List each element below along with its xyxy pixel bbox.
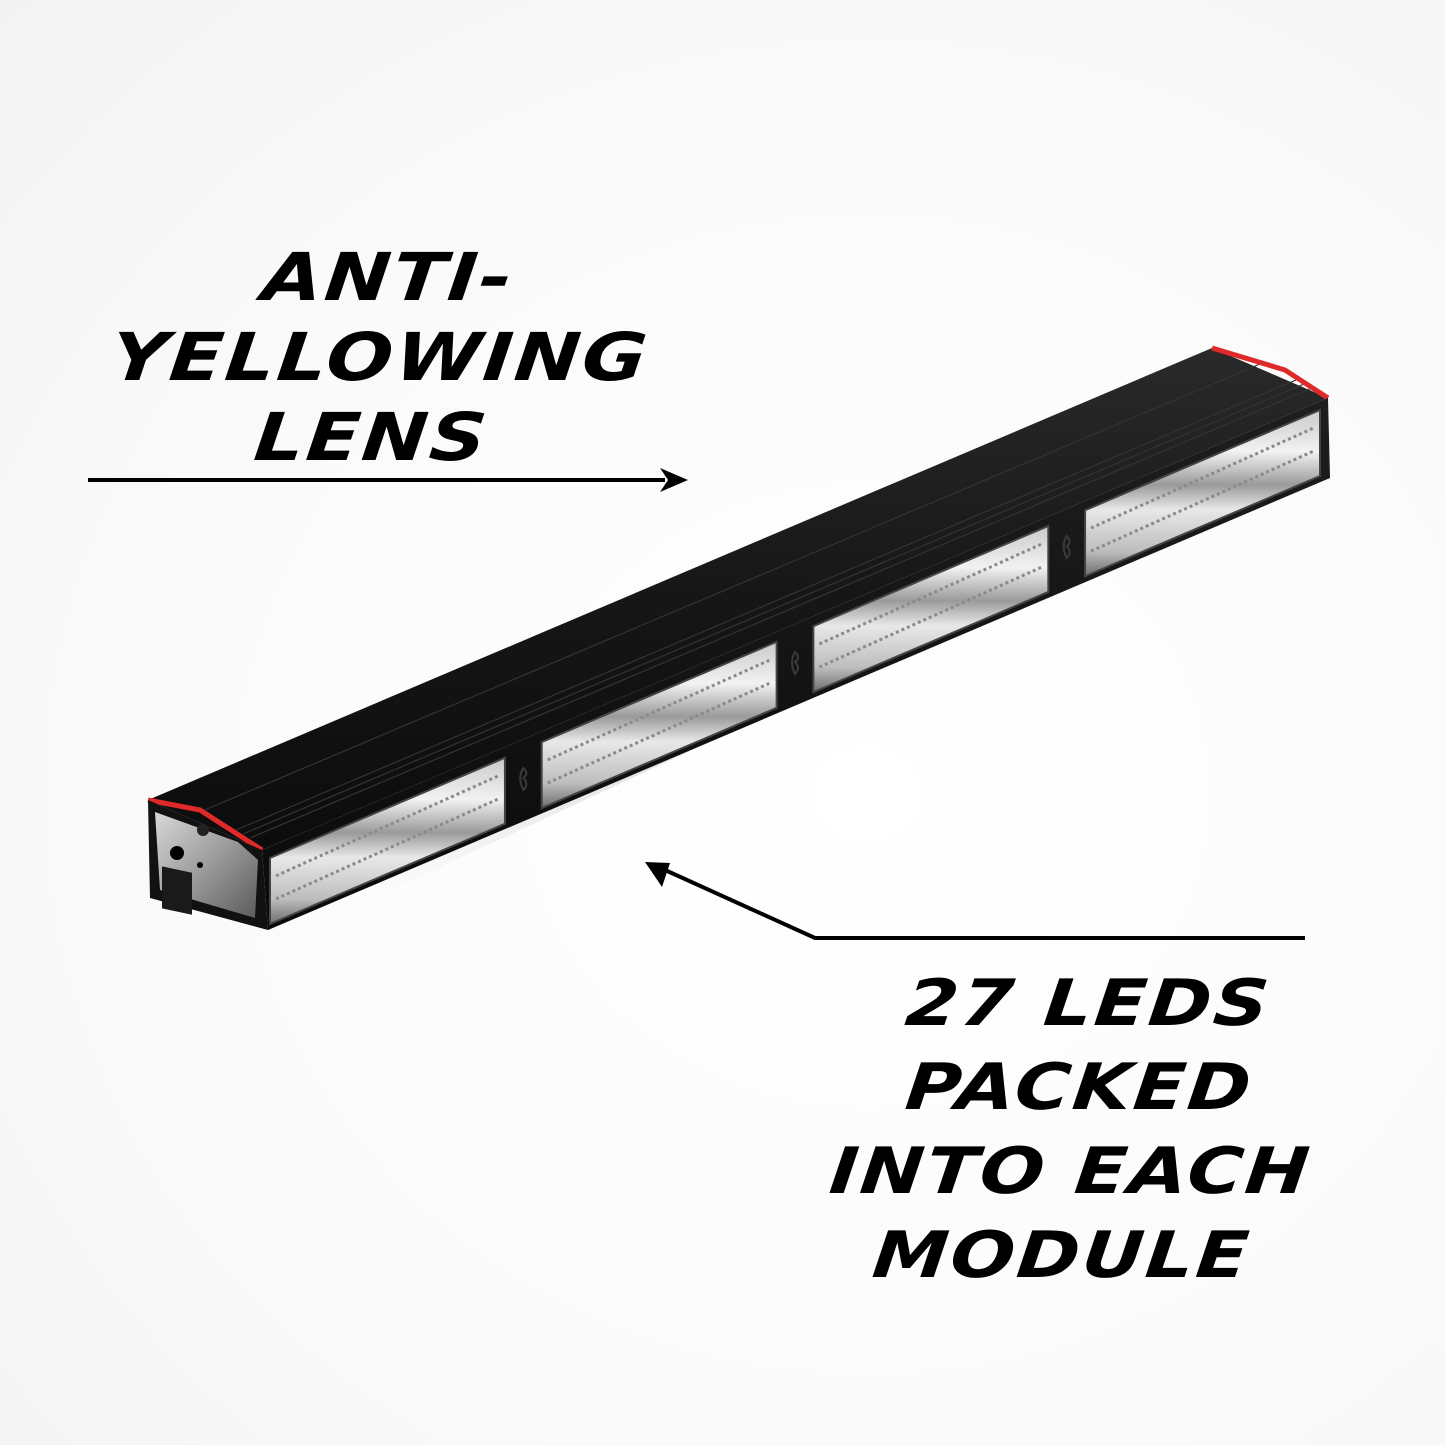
- led-row: [818, 565, 1043, 669]
- callout-line: INTO EACH: [826, 1135, 1315, 1209]
- end-cap-screw-icon: [197, 824, 209, 836]
- bar-top-ridges: [199, 363, 1313, 839]
- callout-line: 27 LEDS: [902, 967, 1275, 1041]
- bar-top-surface: [148, 348, 1328, 850]
- accent-strip-left: [147, 797, 264, 853]
- end-cap-hole-icon: [197, 862, 203, 868]
- led-row: [818, 542, 1043, 646]
- end-cap-port-icon: [170, 846, 184, 860]
- arrowhead-up-left-icon: [645, 862, 670, 887]
- led-row: [1090, 449, 1315, 553]
- callout-line: LENS: [250, 399, 493, 476]
- arrow-anti-yellowing: [88, 468, 688, 492]
- led-row: [275, 774, 500, 878]
- callout-anti-yellowing-lens: ANTI- YELLOWING LENS: [37, 238, 723, 478]
- led-row: [547, 658, 772, 762]
- flame-logo-icon: [519, 766, 528, 792]
- led-row: [1090, 426, 1315, 530]
- flame-logo-icon: [1062, 534, 1071, 560]
- callout-line: PACKED: [902, 1051, 1257, 1125]
- led-modules: [269, 408, 1321, 926]
- arrow-leds-per-module: [645, 862, 1305, 940]
- led-row: [275, 797, 500, 901]
- callout-leds-per-module: 27 LEDS PACKED INTO EACH MODULE: [721, 962, 1429, 1298]
- accent-strip-right: [1211, 345, 1330, 401]
- end-cap-connector: [162, 866, 192, 915]
- callout-line: ANTI-: [258, 239, 519, 316]
- led-row: [547, 681, 772, 785]
- arrowhead-right-icon: [660, 468, 688, 492]
- callout-line: MODULE: [869, 1219, 1255, 1293]
- callout-line: YELLOWING: [107, 319, 653, 396]
- flame-logo-icon: [791, 650, 799, 676]
